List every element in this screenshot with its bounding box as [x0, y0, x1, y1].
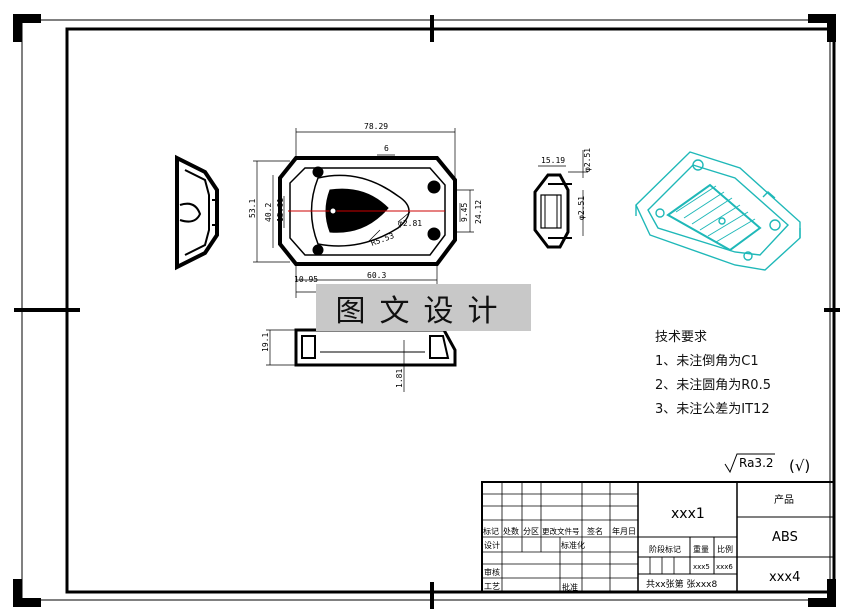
- dim-2412: 24.12: [474, 200, 483, 224]
- left-end-view: [175, 154, 219, 271]
- dim-side-phi2: φ2.51: [577, 196, 586, 220]
- tb-standardize: 标准化: [561, 540, 585, 550]
- tb-rev-h3: 更改文件号: [542, 526, 580, 536]
- centering-marks: [14, 15, 840, 609]
- tb-material: ABS: [772, 530, 798, 545]
- dim-6: 6: [384, 144, 389, 153]
- tb-sheets: 共xx张第 张xxx8: [646, 578, 717, 590]
- tb-weight-label: 重量: [693, 544, 709, 554]
- tb-rev-h2: 分区: [523, 527, 539, 536]
- watermark-banner: 图文设计: [316, 284, 531, 331]
- tb-rev-h1: 处数: [503, 526, 519, 536]
- tb-drawing-no: xxx4: [769, 570, 800, 585]
- title-block: [481, 481, 835, 593]
- tb-part-name: xxx1: [671, 506, 705, 522]
- tech-requirement-1: 1、未注倒角为C1: [655, 354, 759, 369]
- tech-requirement-3: 3、未注公差为IT12: [655, 402, 770, 417]
- tb-scale-value: xxx6: [716, 563, 733, 571]
- dim-front-191: 19.1: [261, 333, 270, 352]
- dim-945: 9.45: [460, 203, 469, 222]
- tb-process: 工艺: [484, 582, 500, 591]
- tech-requirements: 技术要求 1、未注倒角为C1 2、未注圆角为R0.5 3、未注公差为IT12: [655, 326, 771, 422]
- corner-marks: [13, 14, 836, 607]
- tb-rev-h4: 签名: [587, 526, 603, 536]
- tb-weight-value: xxx5: [693, 563, 710, 571]
- tb-product-label: 产品: [774, 493, 794, 506]
- right-side-view: [533, 150, 588, 249]
- tb-stage-label: 阶段标记: [649, 544, 681, 554]
- isometric-view: [635, 151, 801, 271]
- tb-review: 审核: [484, 567, 500, 577]
- dim-1095: 10.95: [294, 275, 318, 284]
- roughness-symbol: [724, 453, 775, 474]
- roughness-value: Ra3.2: [739, 456, 774, 470]
- top-view: [253, 128, 474, 298]
- tb-rev-h0: 标记: [483, 526, 499, 536]
- tb-scale-label: 比例: [717, 544, 733, 554]
- dim-40: 40.2: [264, 203, 273, 222]
- roughness-paren: (√): [789, 457, 810, 475]
- front-view: [266, 328, 457, 392]
- tech-requirements-title: 技术要求: [655, 330, 708, 345]
- dim-side-phi1: φ2.51: [583, 148, 592, 172]
- dim-53: 53.1: [248, 199, 257, 218]
- tech-requirement-2: 2、未注圆角为R0.5: [655, 378, 771, 393]
- dim-width-total: 78.29: [364, 122, 388, 131]
- tb-rev-h5: 年月日: [612, 526, 636, 536]
- tb-design: 设计: [484, 540, 500, 550]
- dim-603: 60.3: [367, 271, 386, 280]
- dim-side-1519: 15.19: [541, 156, 565, 165]
- dim-r553: R5.53: [370, 231, 396, 248]
- dim-15: 15.01: [276, 198, 285, 222]
- dim-phi281: φ2.81: [398, 219, 422, 228]
- dim-front-181: 1.81: [395, 369, 404, 388]
- tb-approve: 批准: [562, 582, 578, 592]
